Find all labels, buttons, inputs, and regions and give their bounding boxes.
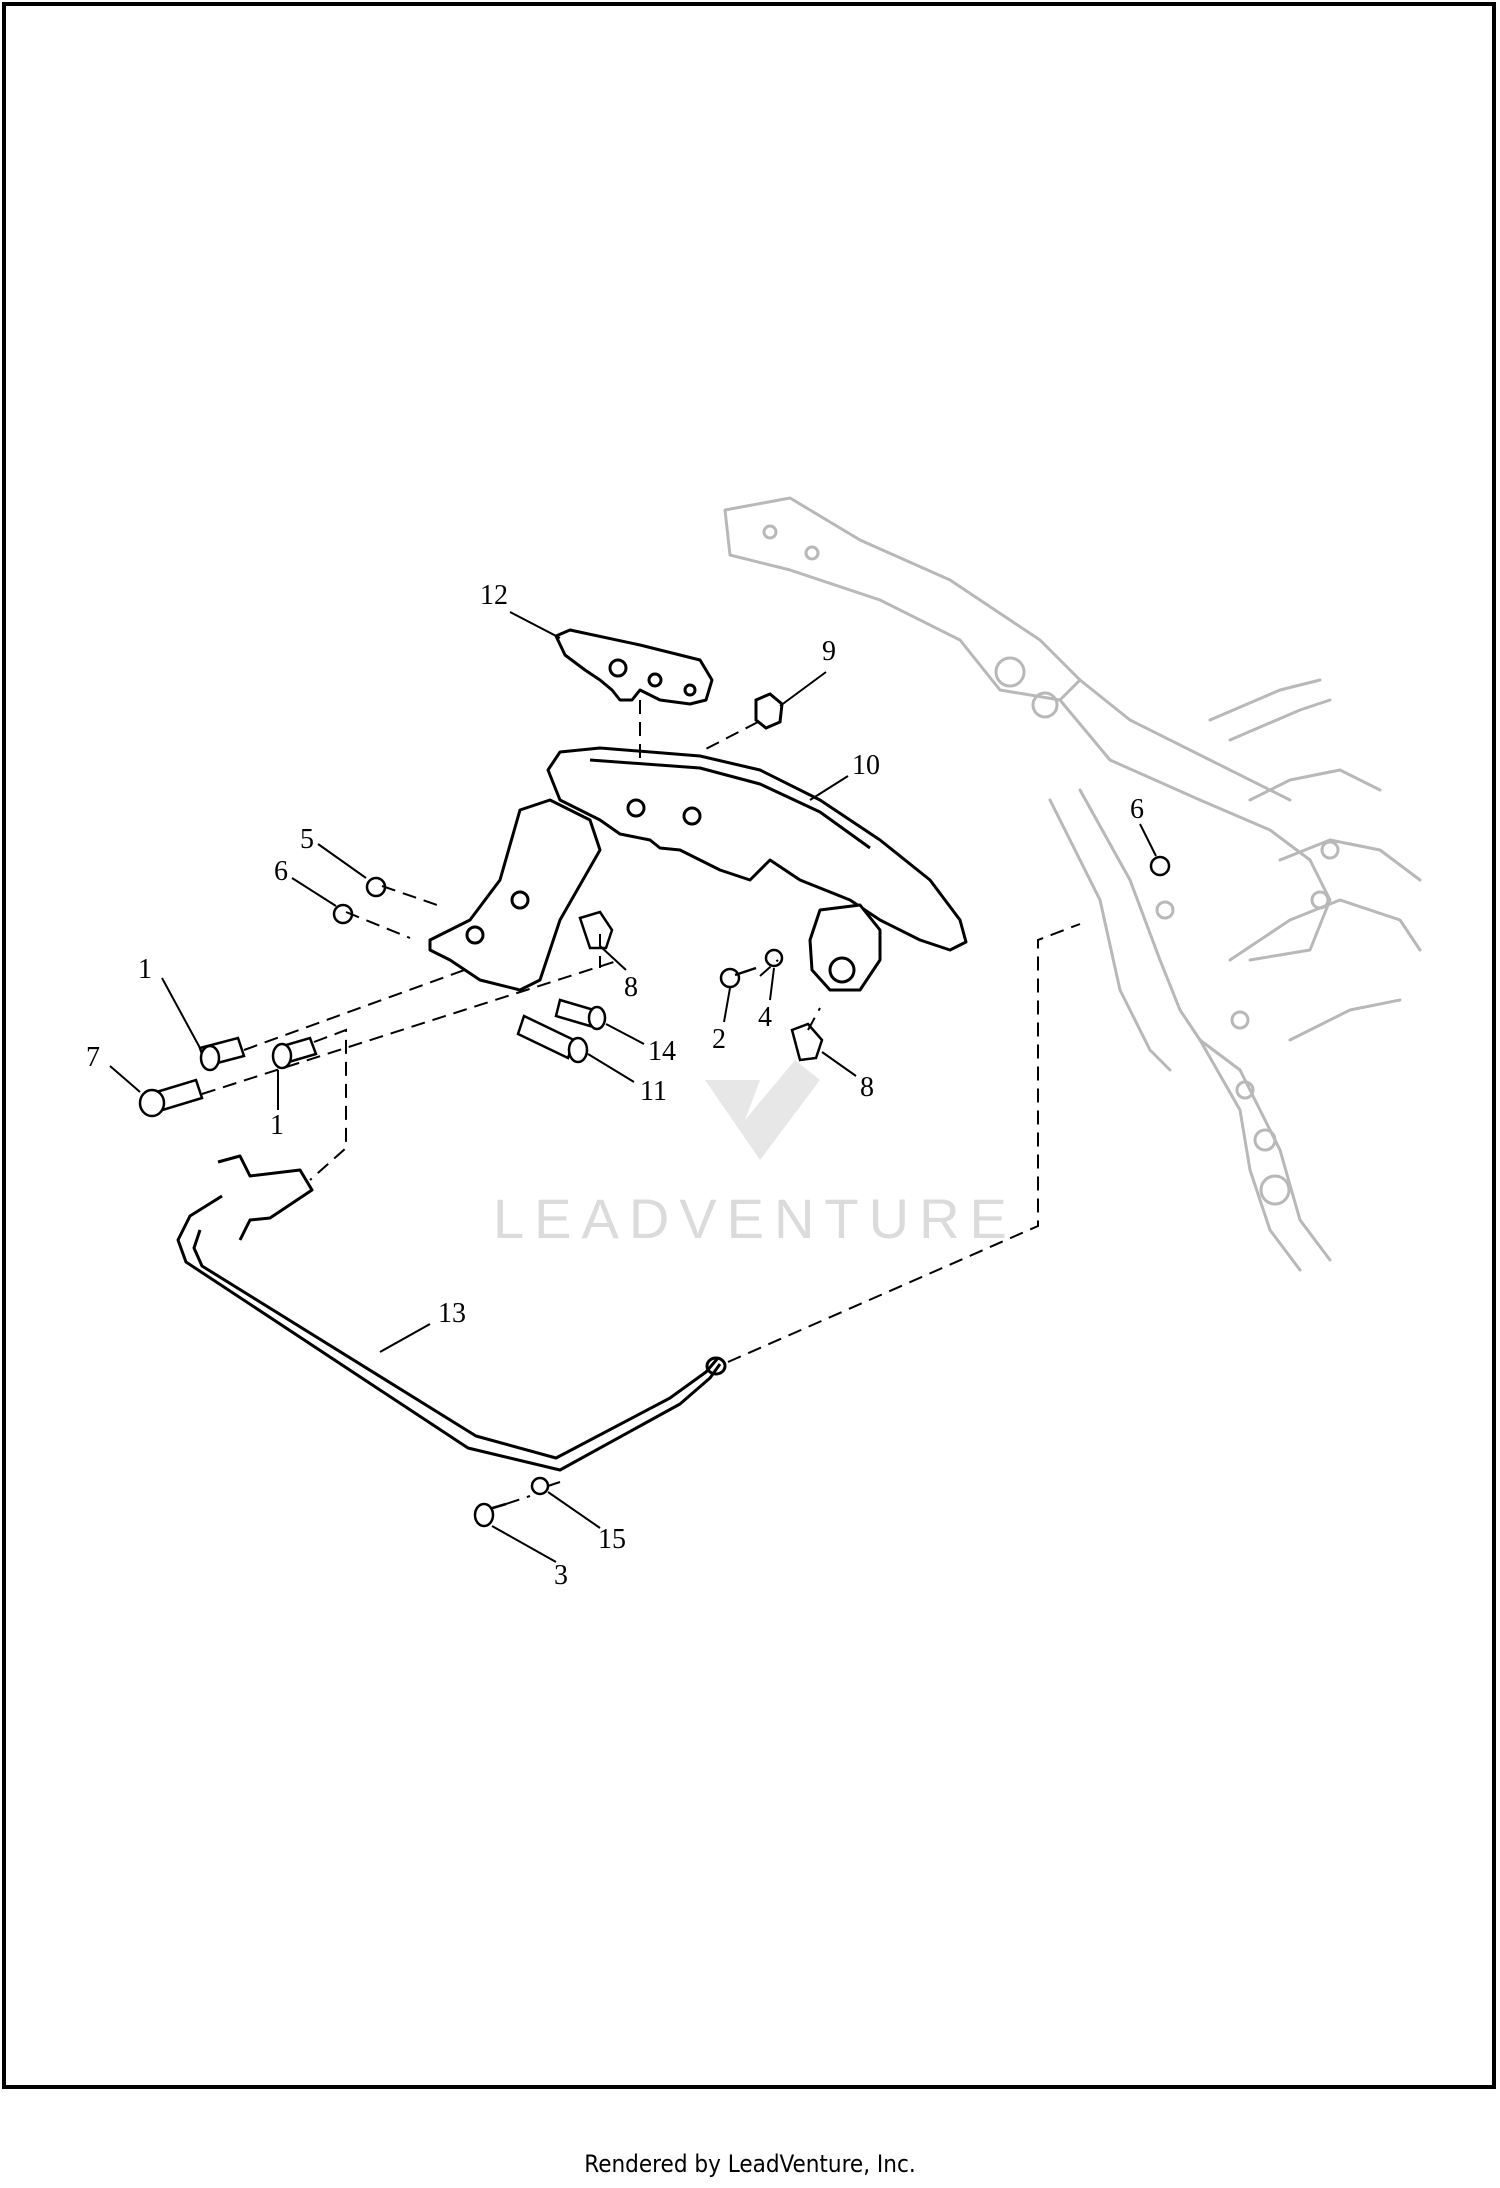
leader-lines [109, 611, 1157, 1563]
callout-12: 12 [480, 580, 508, 611]
screw-2 [719, 966, 757, 989]
watermark-logo: LEADVENTURE [493, 1060, 1017, 1250]
washer-15 [530, 1476, 550, 1496]
washer-4 [764, 948, 784, 968]
callout-15: 15 [598, 1524, 626, 1555]
callout-4: 4 [758, 1002, 772, 1033]
callout-13: 13 [438, 1298, 466, 1329]
callout-7: 7 [86, 1042, 100, 1073]
diagram-border [2, 2, 1496, 2089]
alignment-lines [201, 700, 1081, 1505]
callout-6-right: 6 [1130, 794, 1144, 825]
callout-3: 3 [554, 1560, 568, 1591]
hardware [138, 855, 1171, 1528]
frame-ghost [723, 496, 1422, 1272]
screw-3 [473, 1502, 507, 1528]
callouts: 12 9 10 5 6 6 1 7 1 8 2 4 14 11 8 13 15 … [86, 580, 1144, 1591]
callout-8-right: 8 [860, 1072, 874, 1103]
fender-bracket-10 [428, 746, 968, 992]
callout-14: 14 [648, 1036, 676, 1067]
callout-1-lower: 1 [270, 1110, 284, 1141]
callout-10: 10 [852, 750, 880, 781]
support-rail-13 [176, 1154, 727, 1472]
nut-plate-8a [578, 910, 614, 950]
bolt-1-upper [198, 1036, 246, 1072]
callout-2: 2 [712, 1024, 726, 1055]
bolt-14 [554, 998, 607, 1031]
nut-plate-8b [790, 1022, 824, 1062]
bolt-1-lower [271, 1036, 318, 1070]
callout-9: 9 [822, 636, 836, 667]
nut-6-right [1149, 855, 1171, 877]
bolt-11 [516, 1014, 589, 1064]
footer-credit: Rendered by LeadVenture, Inc. [584, 2150, 916, 2178]
bolt-7 [138, 1078, 204, 1118]
callout-11: 11 [640, 1076, 667, 1107]
callout-8-left: 8 [624, 972, 638, 1003]
callout-5: 5 [300, 824, 314, 855]
callout-6: 6 [274, 856, 288, 887]
watermark-text: LEADVENTURE [493, 1187, 1017, 1250]
clip-9 [754, 692, 784, 730]
callout-1-upper: 1 [138, 954, 152, 985]
cover-plate-12 [554, 628, 714, 706]
